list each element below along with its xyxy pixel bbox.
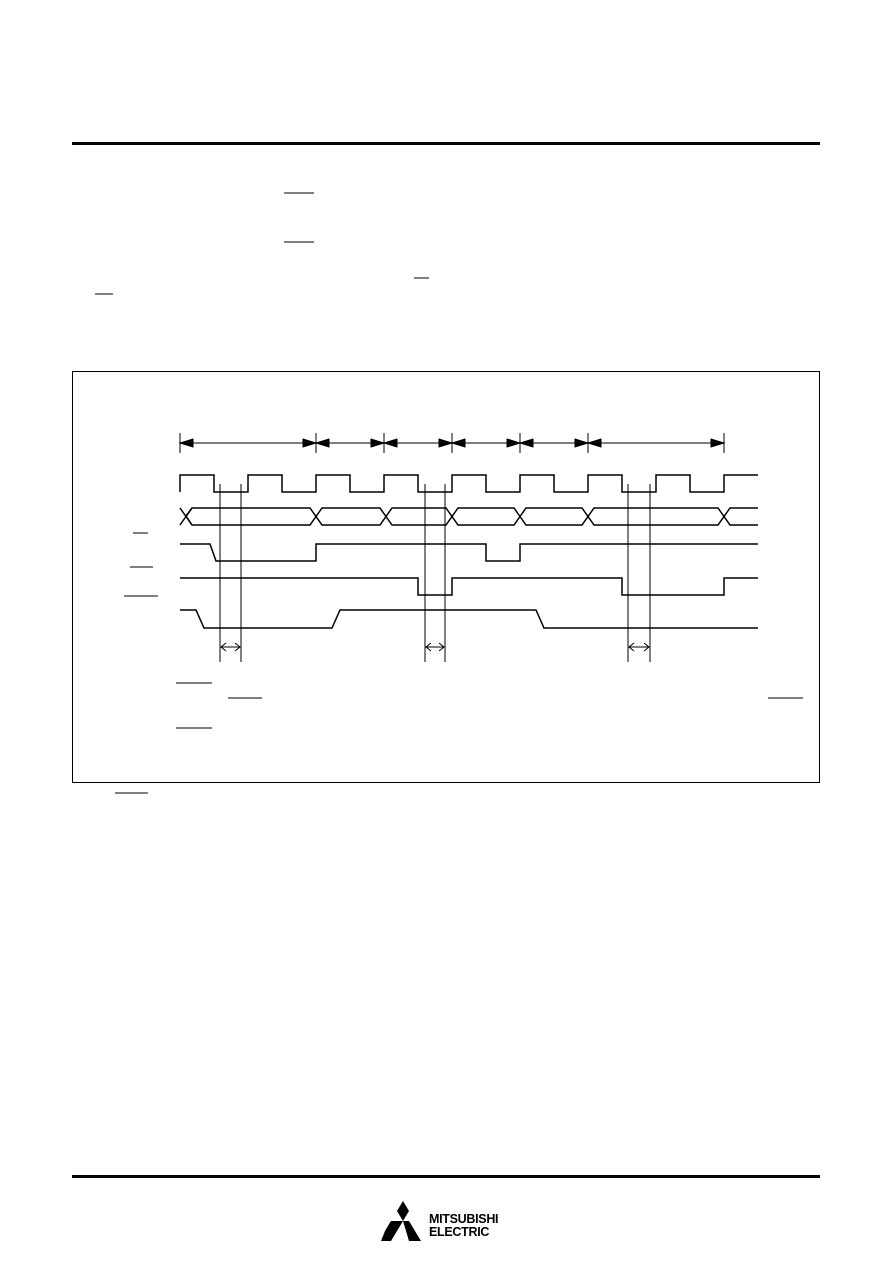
brand-line-1: MITSUBISHI — [429, 1212, 499, 1226]
clock-waveform — [179, 474, 758, 493]
brand-line-2: ELECTRIC — [429, 1225, 490, 1239]
header-rule — [72, 142, 820, 145]
interval-arrows — [178, 433, 726, 453]
timing-reference-lines — [219, 484, 651, 662]
footer-rule — [72, 1175, 820, 1178]
signal-3-waveform — [180, 543, 758, 562]
bus-waveform — [179, 507, 758, 526]
setup-hold-arrows — [220, 642, 650, 652]
figure-frame — [72, 371, 820, 783]
notes-overbars — [115, 682, 803, 794]
three-diamonds-icon — [381, 1201, 421, 1241]
overbar-marks — [95, 192, 429, 295]
signal-label-overbars — [124, 532, 158, 597]
signal-5-waveform — [180, 609, 758, 629]
signal-4-waveform — [180, 577, 758, 596]
